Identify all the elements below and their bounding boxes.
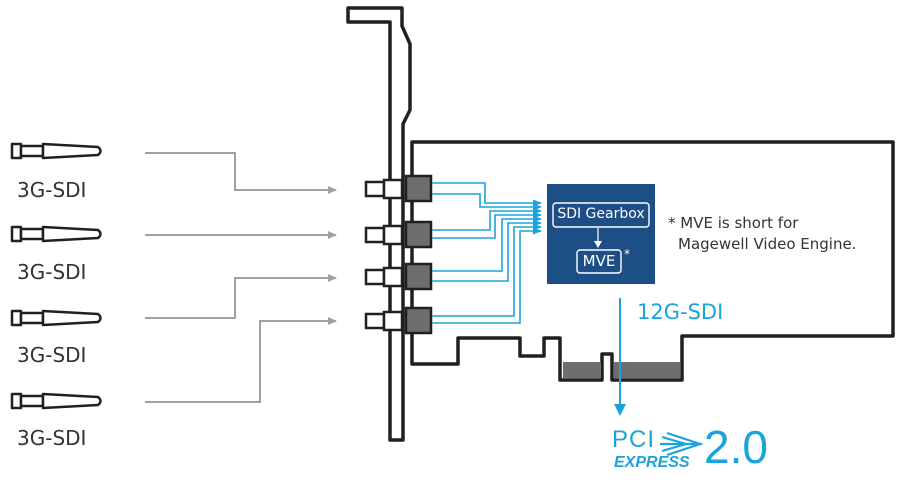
chip-block [547,184,655,284]
output-label: 12G-SDI [637,300,724,324]
trace-1 [432,182,542,207]
pcie-chevron-icon [660,431,704,457]
input-label-3: 3G-SDI [17,343,87,367]
trace-2 [432,193,542,211]
trace-4 [432,211,542,239]
trace-3 [432,207,542,231]
trace-5 [432,215,542,272]
sdi-cable-icon-1 [10,142,102,160]
input-label-4: 3G-SDI [17,426,87,450]
gearbox-label: SDI Gearbox [557,206,645,222]
bnc-port-4 [364,306,433,335]
input-label-1: 3G-SDI [17,178,87,202]
pcie-contacts-right [614,362,680,378]
input-arrow-4 [145,317,337,403]
sdi-cable-icon-3 [10,309,102,327]
footnote-line-1: * MVE is short for [668,214,799,232]
trace-7 [432,223,542,317]
sdi-cable-icon-4 [10,392,102,410]
pcie-logo-pci: PCI [612,426,656,453]
trace-8 [432,227,542,324]
footnote-line-2: Magewell Video Engine. [678,235,857,253]
pcie-logo-express: EXPRESS [614,454,690,471]
bnc-port-1 [364,174,433,203]
gearbox-box [552,202,650,228]
trace-6 [432,219,542,282]
sdi-cable-icon-2 [10,225,102,243]
pcie-logo-version: 2.0 [704,421,768,473]
mve-label: MVE [582,252,616,270]
bnc-port-2 [364,220,433,249]
pcie-contacts-left [563,362,601,378]
bracket-outline [346,6,412,442]
mve-asterisk: * [624,247,630,261]
input-arrow-1 [145,152,337,194]
input-label-2: 3G-SDI [17,260,87,284]
input-arrow-3 [145,274,337,319]
bnc-port-3 [364,262,433,291]
mve-box [576,249,622,274]
